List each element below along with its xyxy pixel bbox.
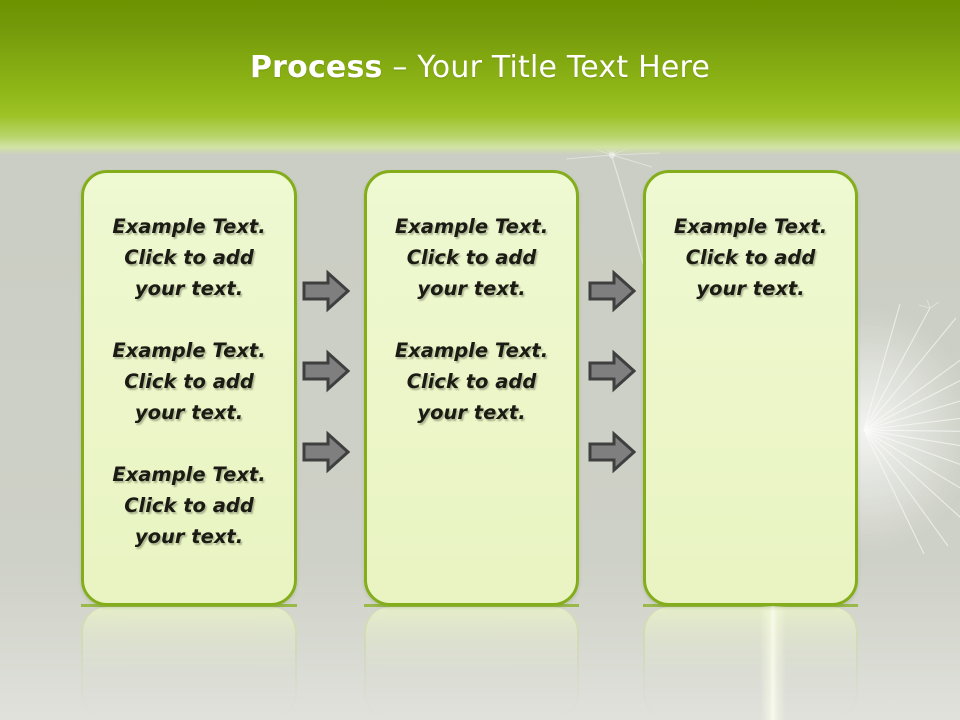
process-box-2-paragraph-1[interactable]: Example Text. Click to add your text. [394, 215, 549, 300]
arrow-right-icon-6[interactable] [588, 430, 636, 474]
process-box-3[interactable]: Example Text. Click to add your text. [643, 170, 858, 606]
process-box-3-content: Example Text. Click to add your text. [646, 211, 855, 304]
page-title-strong: Process [249, 50, 383, 85]
arrow-right-icon-3[interactable] [302, 430, 350, 474]
process-box-2-content: Example Text. Click to add your text. Ex… [367, 211, 576, 428]
page-title: Process – Your Title Text Here [0, 50, 960, 86]
process-box-1-paragraph-2[interactable]: Example Text. Click to add your text. [112, 339, 266, 424]
process-box-1[interactable]: Example Text. Click to add your text. Ex… [81, 170, 297, 606]
process-box-1-content: Example Text. Click to add your text. Ex… [84, 211, 294, 552]
slide-header-band: Process – Your Title Text Here [0, 0, 960, 155]
arrow-right-icon-1[interactable] [302, 269, 350, 313]
process-box-3-paragraph-1[interactable]: Example Text. Click to add your text. [673, 215, 828, 300]
arrow-right-icon-5[interactable] [588, 349, 636, 393]
page-title-light: – Your Title Text Here [382, 50, 711, 85]
process-box-2[interactable]: Example Text. Click to add your text. Ex… [364, 170, 579, 606]
process-box-1-paragraph-3[interactable]: Example Text. Click to add your text. [112, 463, 266, 548]
arrow-right-icon-2[interactable] [302, 349, 350, 393]
process-box-2-paragraph-2[interactable]: Example Text. Click to add your text. [394, 339, 549, 424]
process-box-1-paragraph-1[interactable]: Example Text. Click to add your text. [112, 215, 266, 300]
arrow-right-icon-4[interactable] [588, 269, 636, 313]
